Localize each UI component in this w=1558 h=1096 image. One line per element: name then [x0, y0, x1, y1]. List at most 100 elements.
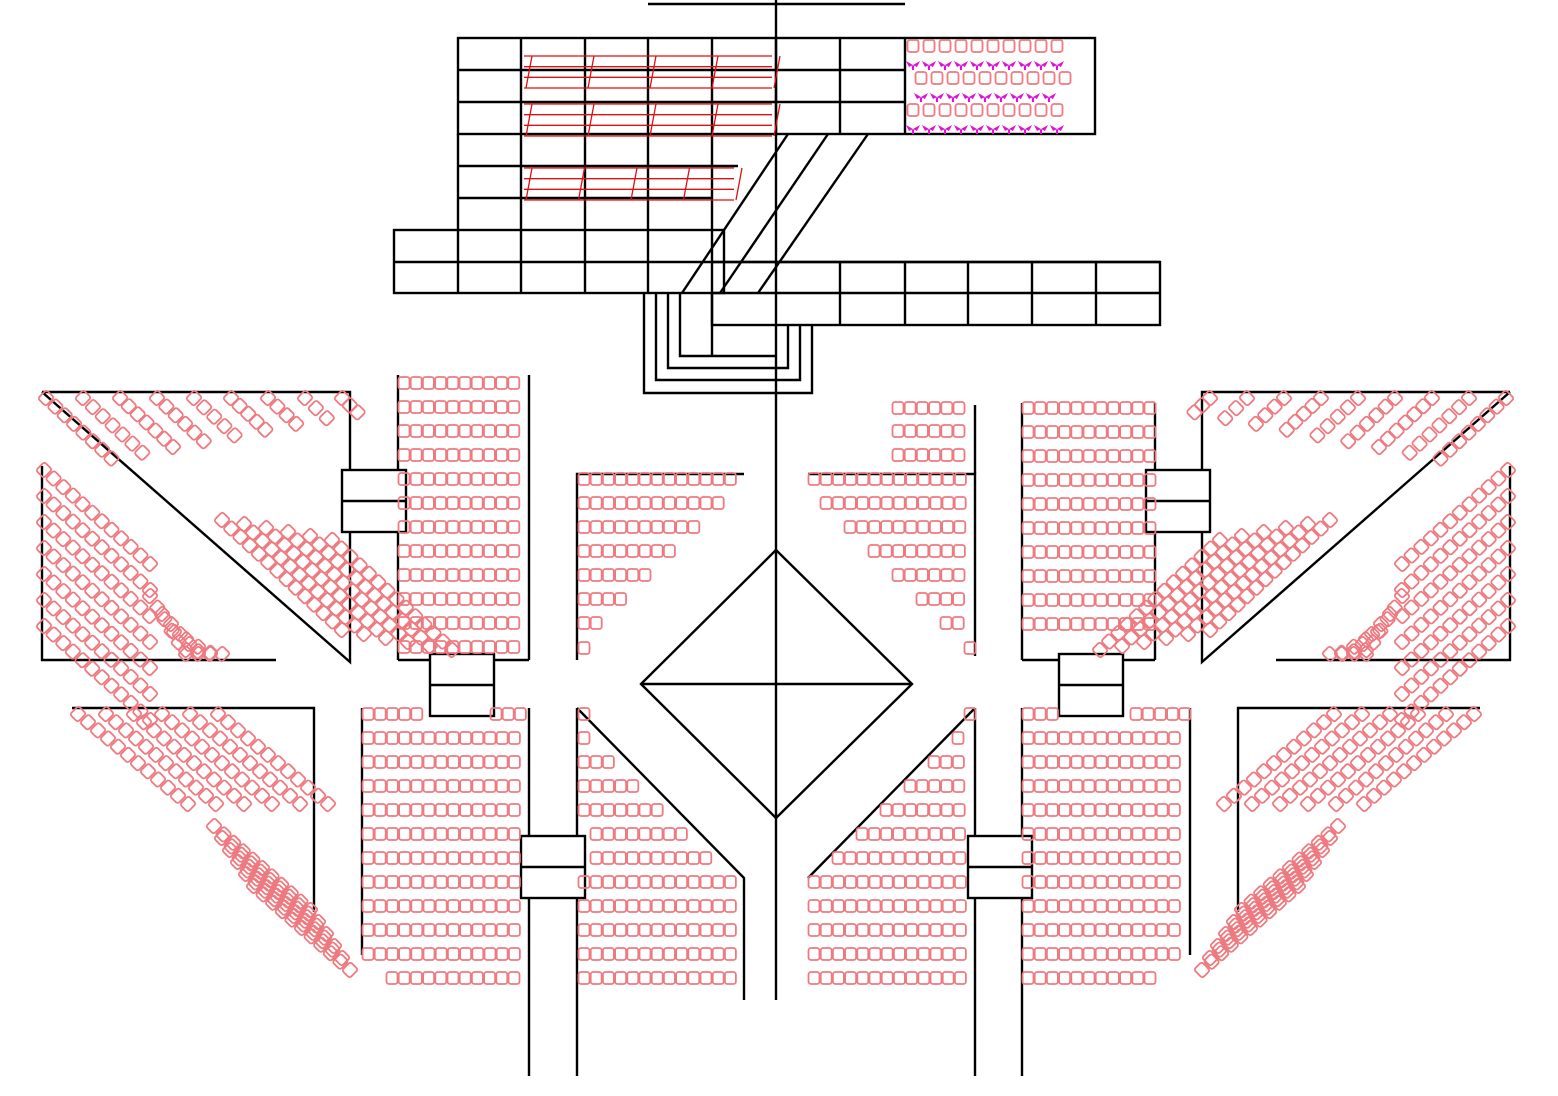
seat-icon[interactable]: [601, 851, 615, 865]
seat-icon[interactable]: [422, 779, 436, 793]
seat-icon[interactable]: [132, 677, 149, 694]
seat-icon[interactable]: [1058, 425, 1071, 439]
seat-icon[interactable]: [459, 731, 473, 745]
seat-icon[interactable]: [917, 496, 930, 510]
seat-icon[interactable]: [64, 617, 81, 634]
seat-icon[interactable]: [1180, 626, 1196, 642]
seat-icon[interactable]: [434, 376, 448, 390]
seat-icon[interactable]: [223, 520, 240, 537]
seat-icon[interactable]: [410, 803, 424, 817]
seat-icon[interactable]: [322, 579, 339, 596]
seat-icon[interactable]: [1107, 971, 1120, 985]
seat-icon[interactable]: [577, 472, 591, 486]
seat-icon[interactable]: [1131, 449, 1145, 463]
seat-icon[interactable]: [832, 947, 845, 961]
seat-icon[interactable]: [906, 103, 920, 117]
seat-icon[interactable]: [385, 947, 399, 961]
seat-icon[interactable]: [1306, 722, 1322, 739]
seat-icon[interactable]: [1219, 557, 1236, 574]
seat-icon[interactable]: [1442, 565, 1459, 582]
seat-icon[interactable]: [1309, 427, 1326, 444]
seat-icon[interactable]: [409, 424, 423, 438]
seat-icon[interactable]: [577, 707, 591, 721]
seat-icon[interactable]: [458, 971, 472, 985]
seat-icon[interactable]: [1094, 521, 1108, 535]
seat-icon[interactable]: [324, 532, 340, 548]
seat-icon[interactable]: [1471, 539, 1488, 556]
seat-icon[interactable]: [1033, 755, 1047, 769]
seat-icon[interactable]: [134, 444, 151, 461]
seat-icon[interactable]: [421, 592, 435, 606]
seat-icon[interactable]: [84, 399, 101, 416]
seat-icon[interactable]: [1082, 803, 1096, 817]
seat-icon[interactable]: [1280, 886, 1297, 903]
seat-icon[interactable]: [409, 520, 423, 534]
seat-icon[interactable]: [1388, 746, 1404, 763]
seat-icon[interactable]: [1107, 473, 1120, 487]
seat-icon[interactable]: [1033, 731, 1047, 745]
seat-icon[interactable]: [893, 472, 906, 486]
seat-icon[interactable]: [482, 424, 496, 438]
seat-icon[interactable]: [1119, 545, 1132, 559]
seat-icon[interactable]: [1251, 911, 1268, 928]
seat-icon[interactable]: [446, 376, 460, 390]
seat-icon[interactable]: [1416, 746, 1432, 763]
seat-icon[interactable]: [699, 899, 713, 913]
seat-icon[interactable]: [1471, 565, 1488, 582]
seat-icon[interactable]: [1266, 755, 1282, 772]
seat-icon[interactable]: [1432, 651, 1449, 668]
seat-icon[interactable]: [903, 568, 917, 582]
seat-icon[interactable]: [458, 472, 472, 486]
seat-icon[interactable]: [650, 496, 664, 510]
seat-icon[interactable]: [1114, 638, 1130, 654]
seat-icon[interactable]: [589, 755, 603, 769]
seat-icon[interactable]: [1119, 616, 1136, 633]
seat-icon[interactable]: [297, 588, 314, 605]
seat-icon[interactable]: [1021, 827, 1035, 841]
seat-icon[interactable]: [338, 561, 355, 578]
seat-icon[interactable]: [38, 390, 54, 406]
seat-icon[interactable]: [507, 947, 521, 961]
seat-icon[interactable]: [1058, 803, 1071, 817]
seat-icon[interactable]: [892, 496, 906, 510]
seat-icon[interactable]: [844, 923, 857, 937]
seat-icon[interactable]: [1394, 660, 1410, 676]
seat-icon[interactable]: [856, 496, 869, 510]
seat-icon[interactable]: [650, 899, 664, 913]
seat-icon[interactable]: [711, 899, 725, 913]
seat-icon[interactable]: [952, 568, 966, 582]
seat-icon[interactable]: [831, 496, 845, 510]
seat-icon[interactable]: [1119, 875, 1132, 889]
seat-icon[interactable]: [421, 400, 435, 414]
seat-icon[interactable]: [282, 787, 298, 804]
seat-icon[interactable]: [614, 496, 627, 510]
seat-icon[interactable]: [1033, 947, 1047, 961]
seat-icon[interactable]: [819, 947, 833, 961]
seat-icon[interactable]: [149, 599, 166, 616]
seat-icon[interactable]: [1143, 755, 1157, 769]
seat-icon[interactable]: [265, 894, 282, 911]
seat-icon[interactable]: [1107, 731, 1120, 745]
seat-icon[interactable]: [55, 479, 72, 496]
seat-icon[interactable]: [507, 544, 521, 558]
seat-icon[interactable]: [120, 398, 137, 415]
seat-icon[interactable]: [1070, 449, 1084, 463]
seat-icon[interactable]: [274, 903, 291, 920]
seat-icon[interactable]: [223, 838, 240, 855]
seat-icon[interactable]: [1046, 593, 1059, 607]
seat-icon[interactable]: [361, 827, 375, 841]
seat-icon[interactable]: [1021, 449, 1035, 463]
seat-icon[interactable]: [663, 520, 676, 534]
seat-icon[interactable]: [471, 899, 485, 913]
seat-icon[interactable]: [1021, 593, 1035, 607]
seat-icon[interactable]: [602, 592, 615, 606]
seat-icon[interactable]: [675, 899, 688, 913]
seat-icon[interactable]: [1094, 875, 1108, 889]
seat-icon[interactable]: [916, 520, 930, 534]
seat-icon[interactable]: [905, 971, 918, 985]
seat-icon[interactable]: [819, 923, 833, 937]
seat-icon[interactable]: [954, 472, 967, 486]
seat-icon[interactable]: [1094, 593, 1108, 607]
seat-icon[interactable]: [446, 520, 460, 534]
seat-icon[interactable]: [244, 779, 260, 796]
